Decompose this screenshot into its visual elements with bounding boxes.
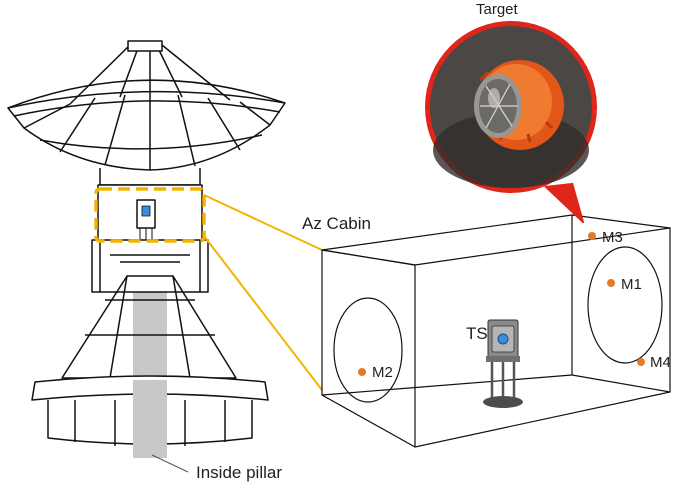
right-face-ellipse xyxy=(587,246,663,364)
subreflector xyxy=(127,40,163,52)
zoom-line-bottom xyxy=(203,235,323,391)
az-cabin-box xyxy=(321,214,671,448)
marker-m1-dot xyxy=(607,279,615,287)
marker-m2-label: M2 xyxy=(372,364,393,381)
markers: M1 M2 M3 M4 xyxy=(358,229,671,381)
ts-label: TS xyxy=(466,324,488,343)
ts-lens xyxy=(497,333,509,345)
marker-m4-dot xyxy=(637,358,645,366)
support-legs xyxy=(69,44,231,105)
marker-m4-label: M4 xyxy=(650,354,671,371)
telescope xyxy=(7,40,286,458)
marker-m1-label: M1 xyxy=(621,276,642,293)
marker-m3-label: M3 xyxy=(602,229,623,246)
cabin-highlight-box xyxy=(94,187,206,243)
dish-reflector xyxy=(7,79,286,171)
inside-pillar-label: Inside pillar xyxy=(196,463,282,482)
total-station xyxy=(483,319,523,408)
zoom-line-top xyxy=(203,194,323,251)
az-cabin-label: Az Cabin xyxy=(302,214,371,233)
pedestal xyxy=(61,275,237,379)
target-callout xyxy=(425,21,597,223)
callout-tail xyxy=(544,182,584,223)
marker-m2-dot xyxy=(358,368,366,376)
pillar-leader-line xyxy=(151,454,189,473)
marker-m3-dot xyxy=(588,232,596,240)
left-face-ellipse xyxy=(333,297,403,403)
prism-target xyxy=(474,60,564,150)
target-label: Target xyxy=(476,1,519,18)
